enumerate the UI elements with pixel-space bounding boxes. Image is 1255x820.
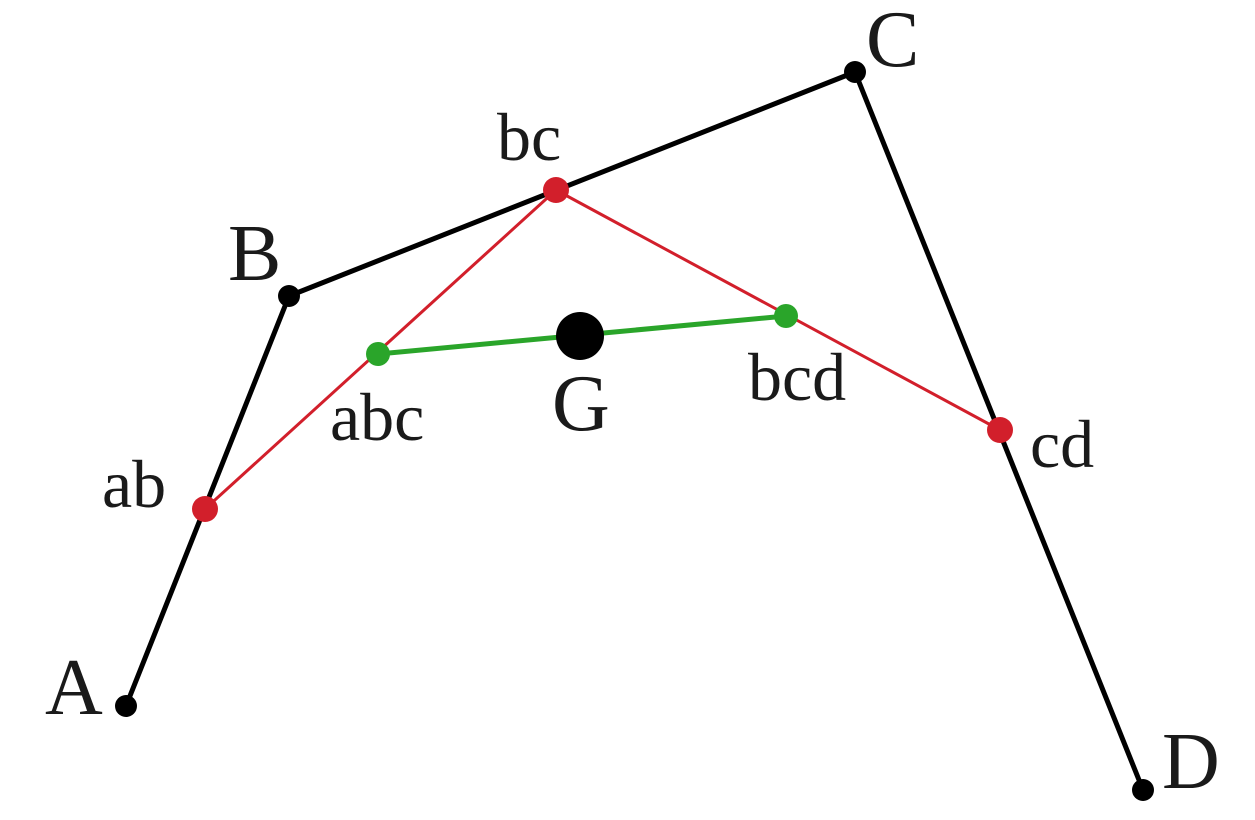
point-abc — [366, 342, 390, 366]
point-b — [278, 285, 300, 307]
point-cd — [987, 417, 1013, 443]
label-c: C — [866, 0, 919, 84]
segment-b-c — [286, 69, 858, 299]
label-d: D — [1162, 718, 1220, 806]
label-bc: bc — [497, 99, 561, 175]
point-c — [844, 61, 866, 83]
label-bcd: bcd — [748, 339, 846, 415]
label-g: G — [552, 360, 610, 448]
label-a: A — [45, 644, 103, 732]
point-d — [1132, 779, 1154, 801]
point-a — [115, 695, 137, 717]
label-b: B — [228, 210, 281, 298]
label-abc: abc — [330, 379, 424, 455]
point-bcd — [774, 304, 798, 328]
label-cd: cd — [1030, 406, 1094, 482]
point-bc — [543, 177, 569, 203]
point-g — [556, 312, 604, 360]
point-ab — [192, 496, 218, 522]
label-ab: ab — [102, 446, 166, 522]
first-level-polygon — [203, 188, 1002, 511]
